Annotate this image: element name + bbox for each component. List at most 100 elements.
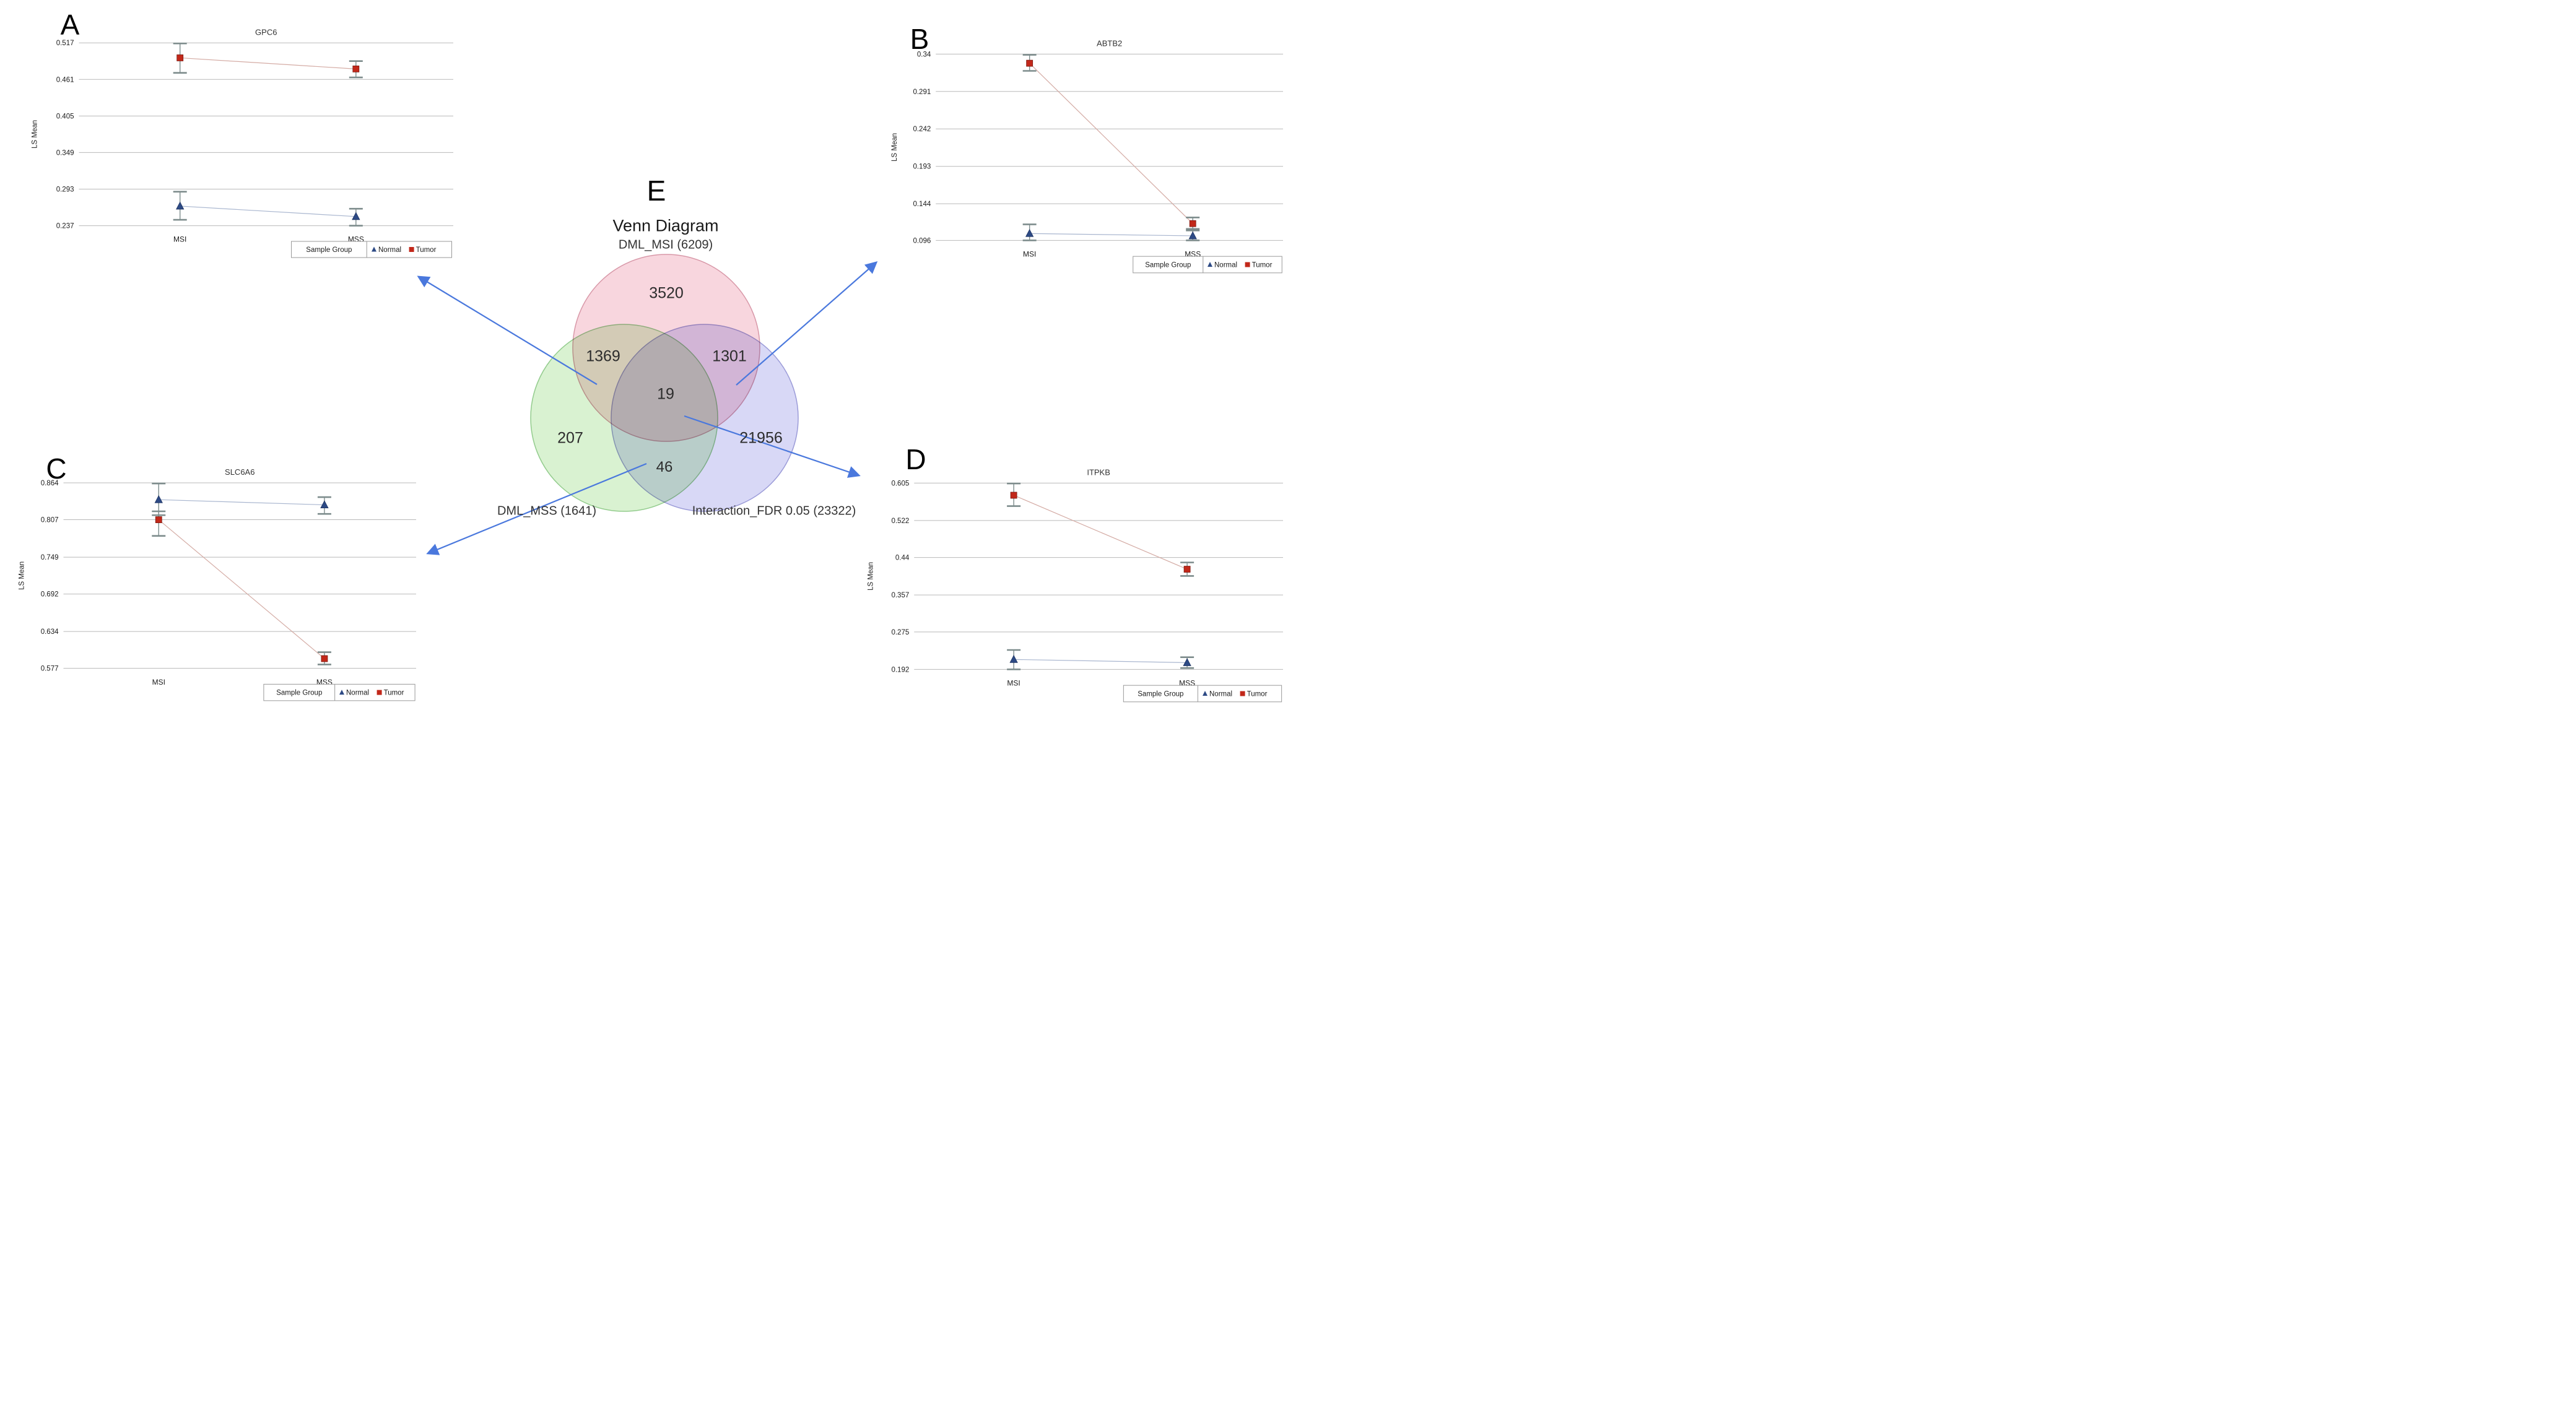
normal-marker-mss (320, 500, 329, 508)
x-tick-label-msi: MSI (1007, 679, 1020, 688)
legend-title: Sample Group (276, 690, 322, 697)
y-tick-label: 0.864 (41, 480, 59, 487)
panel-c-letter: C (46, 453, 67, 485)
normal-marker-msi (154, 495, 163, 503)
panel-d-letter: D (905, 443, 926, 475)
tumor-square-icon (376, 690, 382, 695)
venn-set-label-dml-mss: DML_MSS (1641) (497, 504, 597, 518)
tumor-series-line (158, 519, 325, 659)
y-axis-label: LS Mean (891, 133, 899, 162)
chart-title: SLC6A6 (225, 467, 255, 477)
y-axis-label: LS Mean (867, 562, 874, 591)
venn-count-mss-only: 207 (557, 429, 583, 447)
tumor-series-line (180, 57, 356, 69)
tumor-marker-mss (1183, 566, 1191, 573)
x-tick-label-msi: MSI (173, 235, 186, 244)
legend-entry-tumor: Tumor (1252, 261, 1273, 269)
tumor-series-line (1029, 63, 1193, 224)
venn-count-all-three: 19 (657, 385, 674, 403)
tumor-marker-msi (1026, 59, 1033, 67)
normal-marker-msi (1025, 228, 1034, 237)
panel-b-letter: B (910, 23, 929, 55)
y-tick-label: 0.34 (917, 51, 931, 58)
venn-set-label-interaction: Interaction_FDR 0.05 (23322) (692, 504, 856, 518)
normal-marker-msi (176, 201, 185, 210)
normal-triangle-icon (1208, 261, 1212, 267)
normal-triangle-icon (339, 690, 344, 695)
legend-entry-normal: Normal (378, 246, 401, 254)
tumor-square-icon (1245, 262, 1250, 267)
y-axis-label: LS Mean (32, 120, 39, 149)
y-tick-label: 0.096 (913, 237, 931, 245)
venn-title: Venn Diagram (612, 216, 719, 235)
panel-b-chart: ABTB2 LS Mean 0.34 0.291 0.242 0.193 0.144 0.09… (891, 38, 1283, 274)
normal-marker-msi (1009, 654, 1018, 663)
legend-entry-normal: Normal (346, 690, 369, 697)
normal-series-line (159, 499, 324, 506)
y-tick-label: 0.242 (913, 126, 931, 133)
normal-series-line (1029, 233, 1193, 236)
y-tick-label: 0.807 (41, 517, 59, 524)
x-tick-label-msi: MSI (1023, 250, 1036, 259)
normal-marker-mss (1183, 658, 1191, 666)
tumor-marker-msi (176, 54, 184, 61)
normal-series-line (1014, 659, 1188, 664)
y-tick-label: 0.193 (913, 163, 931, 171)
tumor-marker-mss (352, 65, 360, 72)
legend-title: Sample Group (306, 246, 352, 254)
legend: Sample Group Normal Tumor (263, 683, 416, 701)
tumor-marker-msi (155, 516, 162, 523)
tumor-square-icon (409, 246, 414, 252)
y-tick-label: 0.144 (913, 201, 931, 208)
gridlines: 0.34 0.291 0.242 0.193 0.144 0.096 (913, 51, 1283, 245)
tumor-marker-mss (1189, 220, 1196, 227)
normal-series-line (180, 206, 356, 217)
tumor-errorbar-msi (152, 510, 166, 537)
normal-marker-mss (352, 212, 360, 220)
legend-title: Sample Group (1145, 261, 1191, 269)
y-tick-label: 0.291 (913, 89, 931, 96)
venn-circle-dml-mss (530, 324, 718, 512)
x-tick-label-msi: MSI (152, 678, 165, 687)
y-tick-label: 0.605 (891, 480, 909, 487)
tumor-square-icon (1240, 691, 1245, 696)
arrow-to-panel-b (736, 261, 878, 386)
tumor-series-line (1013, 495, 1188, 570)
legend-entry-tumor: Tumor (384, 690, 404, 697)
y-tick-label: 0.522 (891, 518, 909, 525)
y-tick-label: 0.405 (56, 113, 74, 120)
venn-count-interaction-only: 21956 (739, 429, 783, 447)
panel-a-letter: A (60, 9, 80, 41)
arrow-to-panel-a (417, 275, 598, 385)
chart-title: ABTB2 (1097, 38, 1122, 48)
venn-count-msi-mss: 1369 (586, 347, 620, 365)
venn-count-msi-only: 3520 (649, 284, 684, 302)
y-tick-label: 0.634 (41, 628, 59, 636)
legend-entry-tumor: Tumor (416, 246, 437, 254)
y-tick-label: 0.293 (56, 186, 74, 194)
venn-count-mss-interaction: 46 (656, 459, 673, 475)
y-tick-label: 0.44 (895, 555, 910, 562)
y-tick-label: 0.192 (891, 666, 909, 674)
legend-title: Sample Group (1138, 690, 1183, 698)
y-tick-label: 0.237 (56, 223, 74, 230)
tumor-marker-mss (321, 655, 328, 662)
venn-count-msi-interaction: 1301 (712, 347, 747, 365)
chart-title: ITPKB (1087, 467, 1110, 477)
y-tick-label: 0.577 (41, 665, 59, 673)
y-axis-label: LS Mean (18, 561, 25, 590)
normal-triangle-icon (1203, 690, 1208, 696)
normal-marker-mss (1188, 231, 1197, 240)
y-tick-label: 0.357 (891, 592, 909, 599)
legend: Sample Group Normal Tumor (291, 241, 452, 258)
legend-entry-tumor: Tumor (1247, 690, 1268, 698)
